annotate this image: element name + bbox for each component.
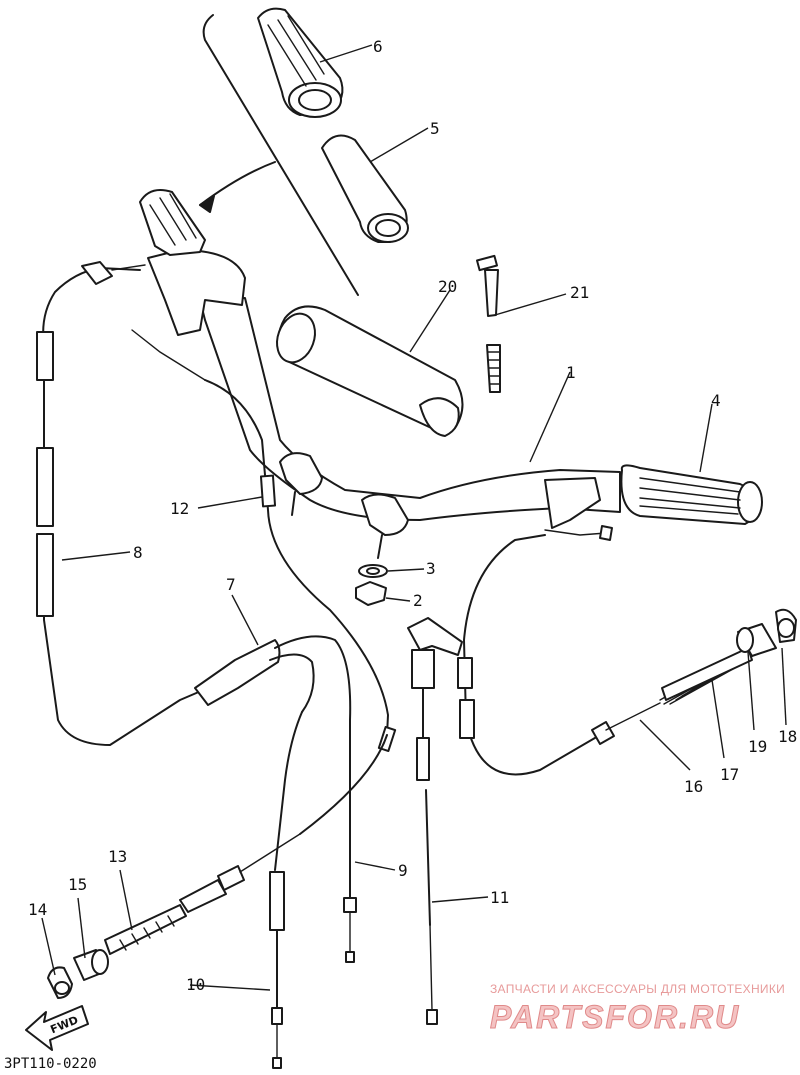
cable-part-11 [407,617,463,1025]
callout-6: 6 [373,37,383,56]
spring-part-13 [104,904,187,955]
cable-part-10 [269,871,285,1069]
callout-11: 11 [490,888,509,907]
callout-16: 16 [684,777,703,796]
grip-tube-part-20 [276,305,464,437]
cable-part-12 [131,329,397,753]
callouts: 6 5 20 21 1 4 12 8 7 3 2 9 10 11 13 15 1… [28,37,797,994]
callout-14: 14 [28,900,47,919]
adjuster-part-19 [736,623,777,657]
callout-21: 21 [570,283,589,302]
strap-part-21 [476,254,501,393]
grip-part-6 [257,7,344,118]
callout-17: 17 [720,765,739,784]
adjuster-part-15 [73,949,109,981]
callout-8: 8 [133,543,143,562]
callout-18: 18 [778,727,797,746]
callout-7: 7 [226,575,236,594]
cable-part-9 [343,897,357,963]
watermark-tagline: ЗАПЧАСТИ И АКСЕССУАРЫ ДЛЯ МОТОТЕХНИКИ [490,982,785,996]
nut-part-2 [355,581,387,606]
right-grip-part-4 [620,464,763,525]
callout-4: 4 [711,391,721,410]
callout-20: 20 [438,277,457,296]
callout-10: 10 [186,975,205,994]
leader-lines [41,44,787,991]
callout-2: 2 [413,591,423,610]
callout-13: 13 [108,847,127,866]
callout-19: 19 [748,737,767,756]
handlebar-part-1 [139,189,621,559]
cable-part-7 [194,635,388,901]
callout-1: 1 [566,363,576,382]
callout-15: 15 [68,875,87,894]
inset-bracket [199,14,359,296]
cable-part-8 [36,261,216,746]
callout-12: 12 [170,499,189,518]
callout-5: 5 [430,119,440,138]
throttle-tube-part-5 [321,134,409,243]
drawing-code: 3PT110-0220 [4,1056,97,1072]
callout-9: 9 [398,861,408,880]
cable-wire-13 [179,833,301,913]
washer-part-3 [358,564,388,578]
callout-3: 3 [426,559,436,578]
cable-end-part-18 [775,608,797,643]
fwd-arrow: FWD [25,1005,89,1051]
cable-end-part-14 [47,966,73,999]
spring-part-17 [659,647,753,705]
cable-part-16 [457,525,661,776]
watermark-brand: PARTSFOR.RU [490,999,740,1035]
watermark: ЗАПЧАСТИ И АКСЕССУАРЫ ДЛЯ МОТОТЕХНИКИ PA… [490,982,785,1036]
